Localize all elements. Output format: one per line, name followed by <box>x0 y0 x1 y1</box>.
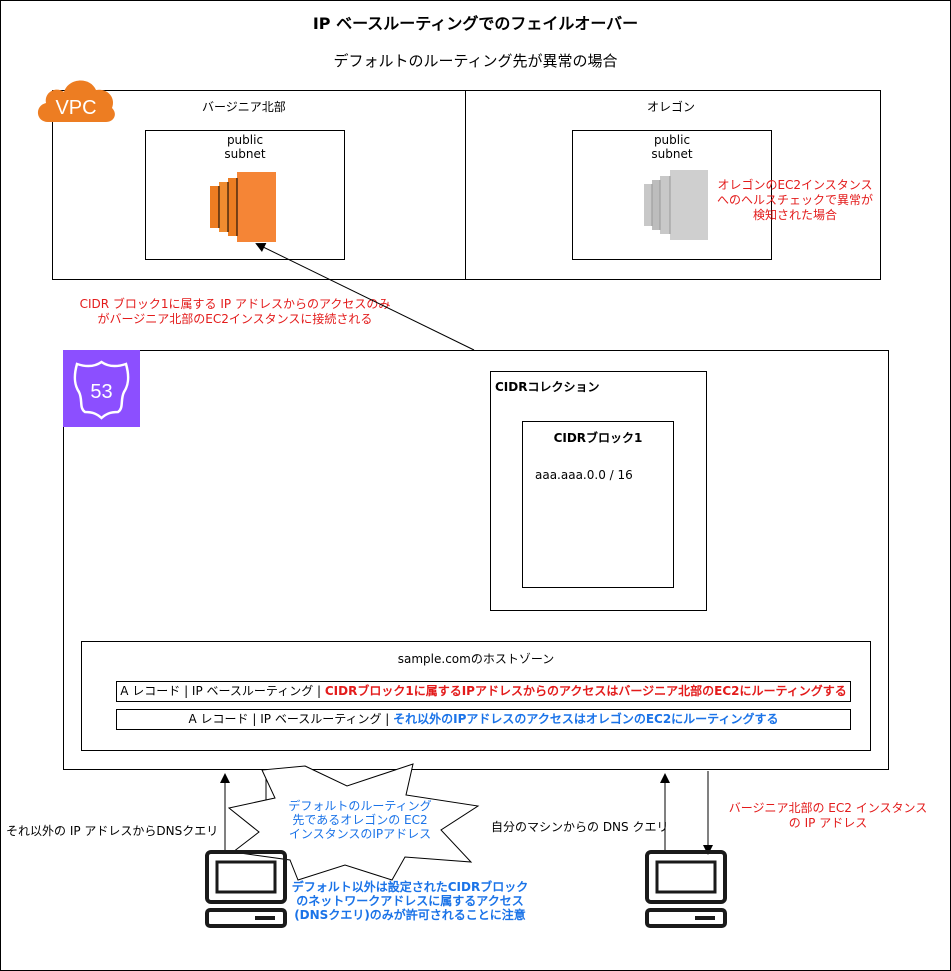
hosted-zone-title: sample.comのホストゾーン <box>397 652 555 666</box>
diagram-subtitle: デフォルトのルーティング先が異常の場合 <box>333 52 618 70</box>
cidr-block: CIDRブロック1 aaa.aaa.0.0 / 16 <box>522 421 674 588</box>
left-computer-icon <box>205 850 287 928</box>
left-pc-note: デフォルト以外は設定されたCIDRブロック のネットワークアドレスに属するアクセ… <box>291 880 529 922</box>
cidr-collection-title: CIDRコレクション <box>495 380 600 394</box>
subnet-label: public subnet <box>651 133 693 161</box>
record-row-oregon: A レコード | IP ベースルーティング | それ以外のIPアドレスのアクセス… <box>116 709 851 730</box>
record-prefix: A レコード | IP ベースルーティング | <box>188 712 394 726</box>
record-rule: CIDRブロック1に属するIPアドレスからのアクセスはバージニア北部のEC2にル… <box>324 684 847 698</box>
oregon-health-note: オレゴンのEC2インスタンス へのヘルスチェックで異常が 検知された場合 <box>716 178 873 222</box>
access-arrow <box>255 243 475 351</box>
burst-text: デフォルトのルーティング 先であるオレゴンの EC2 インスタンスのIPアドレス <box>288 799 432 841</box>
record-rule: それ以外のIPアドレスのアクセスはオレゴンのEC2にルーティングする <box>393 712 779 726</box>
record-row-virginia: A レコード | IP ベースルーティング | CIDRブロック1に属するIPア… <box>116 681 851 702</box>
right-response-note: バージニア北部の EC2 インスタンス の IP アドレス <box>728 801 928 830</box>
vpc-divider <box>465 90 466 280</box>
diagram-title: IP ベースルーティングでのフェイルオーバー <box>312 14 639 33</box>
ec2-virginia-icon <box>210 172 276 242</box>
route53-icon: 53 <box>63 350 140 427</box>
right-query-label: 自分のマシンからの DNS クエリ <box>491 820 669 834</box>
subnet-label: public subnet <box>224 133 266 161</box>
cidr-access-note: CIDR ブロック1に属する IP アドレスからのアクセスのみ がバージニア北部… <box>79 297 391 326</box>
left-query-label: それ以外の IP アドレスからDNSクエリ <box>6 824 219 838</box>
vpc-cloud-icon: VPC <box>37 80 115 122</box>
region-label-virginia: バージニア北部 <box>202 100 286 114</box>
route53-badge: 53 <box>90 381 112 403</box>
region-label-oregon: オレゴン <box>647 100 696 114</box>
cidr-block-value: aaa.aaa.0.0 / 16 <box>535 468 633 482</box>
vpc-label: VPC <box>55 97 96 119</box>
ec2-oregon-icon <box>644 170 708 240</box>
cidr-block-title: CIDRブロック1 <box>553 431 643 445</box>
right-computer-icon <box>645 850 727 928</box>
record-prefix: A レコード | IP ベースルーティング | <box>120 684 325 698</box>
burst-shape <box>227 763 480 881</box>
